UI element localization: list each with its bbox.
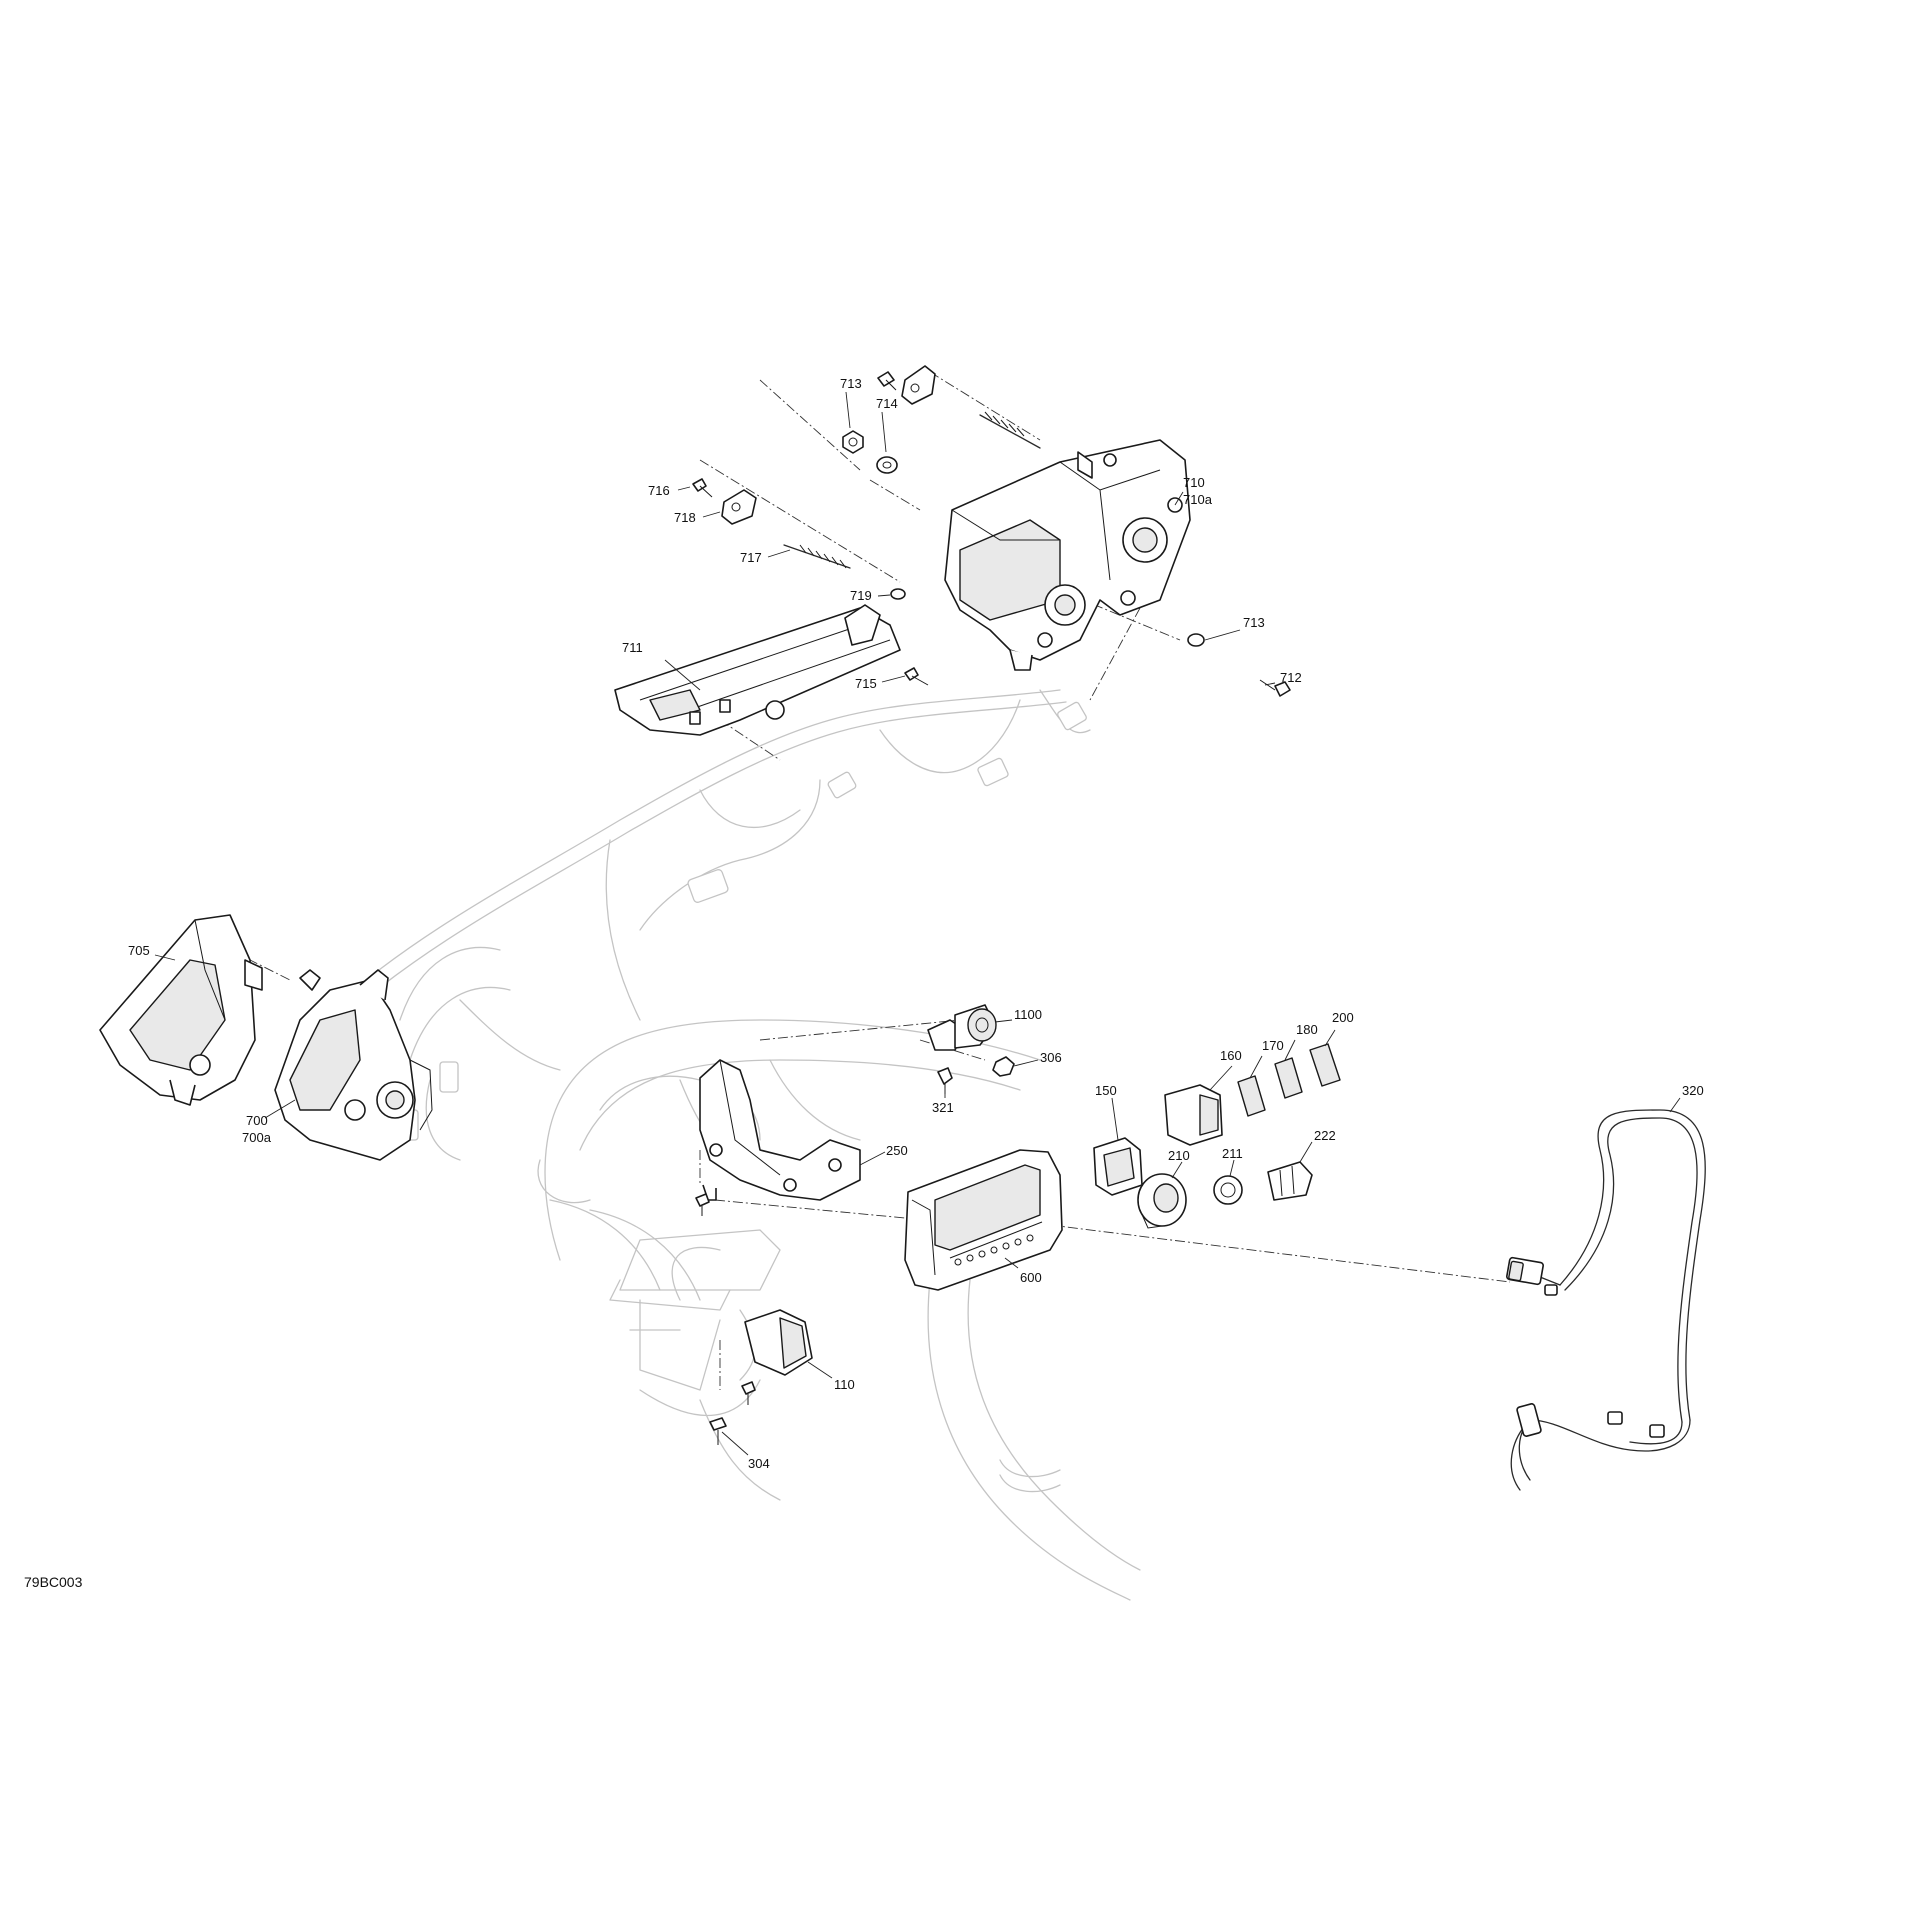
callout-160: 160	[1220, 1048, 1242, 1063]
callout-250: 250	[886, 1143, 908, 1158]
callout-180: 180	[1296, 1022, 1318, 1037]
callout-labels: 713 714 716 718 717 719 710 710a 713 711…	[128, 376, 1704, 1471]
nut-306	[992, 1056, 1015, 1077]
headlight-700	[274, 969, 433, 1161]
callout-705: 705	[128, 943, 150, 958]
callout-700a: 700a	[242, 1130, 272, 1145]
ring-211	[1213, 1175, 1243, 1205]
switch-110	[744, 1309, 813, 1376]
callout-710: 710	[1183, 475, 1205, 490]
callout-150: 150	[1095, 1083, 1117, 1098]
callout-718: 718	[674, 510, 696, 525]
callout-200: 200	[1332, 1010, 1354, 1025]
callout-320: 320	[1682, 1083, 1704, 1098]
callout-306: 306	[1040, 1050, 1062, 1065]
display-buttons	[954, 1234, 1034, 1266]
switch-150	[1093, 1137, 1143, 1196]
leader-lines	[154, 391, 1681, 1456]
diagram-code: 79BC003	[24, 1574, 83, 1590]
callout-710a: 710a	[1183, 492, 1213, 507]
screw-304	[695, 1193, 756, 1445]
ghost-frame	[329, 689, 1141, 1601]
display-600	[904, 1149, 1063, 1291]
callout-222: 222	[1314, 1128, 1336, 1143]
connector-222	[1267, 1161, 1313, 1201]
horn-210	[1137, 1173, 1187, 1229]
callout-715: 715	[855, 676, 877, 691]
callout-713-top: 713	[840, 376, 862, 391]
callout-700: 700	[246, 1113, 268, 1128]
assembly-axes	[199, 371, 1511, 1390]
bracket-250	[699, 1059, 861, 1201]
socket-1100	[927, 1004, 997, 1051]
switch-160	[1164, 1084, 1223, 1146]
callout-211: 211	[1222, 1146, 1243, 1161]
hardware-top	[692, 365, 1291, 697]
callout-304: 304	[748, 1456, 770, 1471]
callout-716: 716	[648, 483, 670, 498]
callout-714: 714	[876, 396, 898, 411]
callout-719: 719	[850, 588, 872, 603]
callout-170: 170	[1262, 1038, 1284, 1053]
callout-713-lower: 713	[1243, 615, 1265, 630]
callout-210: 210	[1168, 1148, 1190, 1163]
callout-717: 717	[740, 550, 762, 565]
callout-600: 600	[1020, 1270, 1042, 1285]
harness-320	[1506, 1109, 1706, 1491]
callout-711: 711	[622, 640, 643, 655]
housing-710	[944, 439, 1191, 671]
callout-1100: 1100	[1014, 1007, 1042, 1022]
callout-110: 110	[834, 1377, 855, 1392]
callout-712: 712	[1280, 670, 1302, 685]
button-caps	[1237, 1043, 1341, 1117]
headlight-705	[99, 914, 263, 1106]
bracket-711	[614, 604, 901, 736]
callout-321: 321	[932, 1100, 954, 1115]
